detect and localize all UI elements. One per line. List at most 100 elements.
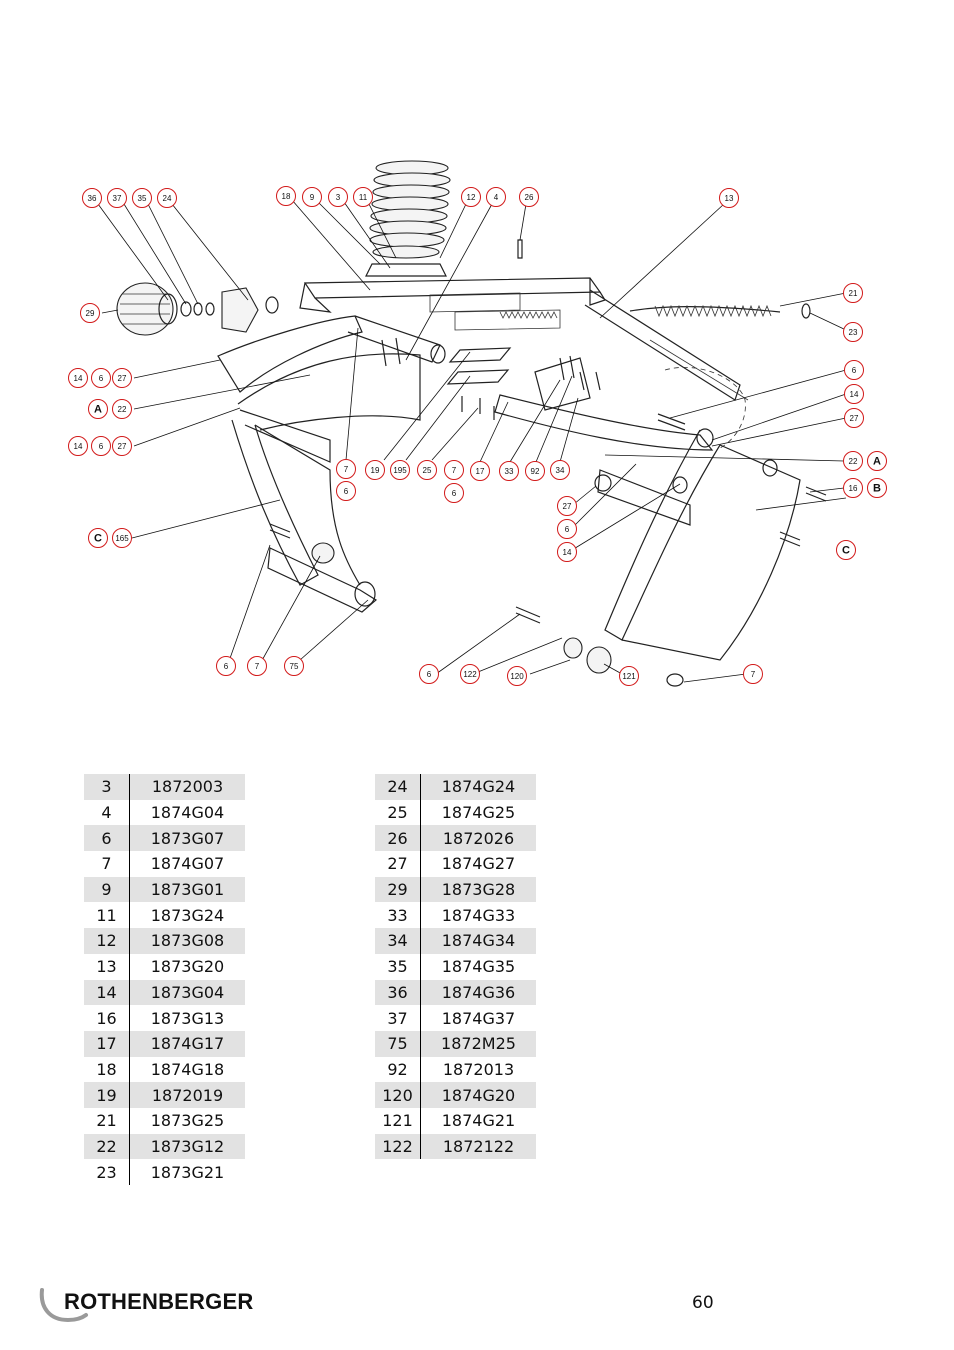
callout-text: 16: [849, 484, 858, 493]
callout-24: 24: [157, 188, 177, 208]
part-position: 25: [375, 799, 421, 826]
part-position: 35: [375, 953, 421, 980]
part-number: 1873G13: [150, 1008, 225, 1028]
callout-text: 11: [359, 193, 368, 202]
callout-text: 37: [113, 194, 122, 203]
callout-text: 36: [88, 194, 97, 203]
part-number: 1873G01: [129, 876, 245, 903]
callout-text: 27: [850, 414, 859, 423]
part-position: 6: [84, 825, 130, 852]
callout-9: 9: [302, 187, 322, 207]
callout-text: 27: [118, 374, 127, 383]
callout-text: 25: [423, 466, 432, 475]
page-number: 60: [692, 1293, 714, 1313]
callout-text: 17: [476, 467, 485, 476]
part-number: 1874G18: [150, 1059, 225, 1079]
callout-165: 165: [112, 528, 132, 548]
callout-C: C: [836, 540, 856, 560]
callout-6: 6: [216, 656, 236, 676]
callout-text: 6: [452, 489, 457, 498]
callout-16: 16: [843, 478, 863, 498]
part-number: 1872013: [442, 1059, 515, 1079]
callout-text: 29: [86, 309, 95, 318]
part-position: 19: [84, 1082, 130, 1108]
callout-12: 12: [461, 187, 481, 207]
callout-text: 75: [290, 662, 299, 671]
parts-row: 25 1874G25: [375, 799, 536, 826]
callout-75: 75: [284, 656, 304, 676]
callout-36: 36: [82, 188, 102, 208]
part-number: 1874G33: [441, 905, 516, 925]
callout-text: 35: [138, 194, 147, 203]
callout-text: 34: [556, 466, 565, 475]
callout-text: 24: [163, 194, 172, 203]
part-position: 3: [84, 774, 130, 800]
brand-logo: [39, 1288, 88, 1323]
callout-6: 6: [91, 436, 111, 456]
callout-6: 6: [336, 481, 356, 501]
bellows: [365, 160, 451, 277]
callout-text: 23: [849, 328, 858, 337]
callout-text: 33: [505, 467, 514, 476]
callout-7: 7: [743, 664, 763, 684]
callout-14: 14: [844, 384, 864, 404]
callout-text: 27: [563, 502, 572, 511]
callout-text: 9: [310, 193, 315, 202]
part-number: 1874G25: [441, 803, 516, 823]
part-position: 21: [84, 1107, 130, 1134]
callout-A: A: [88, 399, 108, 419]
part-number: 1874G20: [420, 1082, 536, 1108]
callout-text: 6: [565, 525, 570, 534]
callout-A: A: [867, 451, 887, 471]
callout-text: 3: [336, 193, 341, 202]
callout-34: 34: [550, 460, 570, 480]
callout-29: 29: [80, 303, 100, 323]
part-number: 1873G25: [150, 1111, 225, 1131]
callout-6: 6: [444, 483, 464, 503]
part-number: 1872026: [420, 825, 536, 852]
part-number: 1873G24: [150, 905, 225, 925]
part-number: 1873G20: [150, 957, 225, 977]
machine-drawing: [116, 160, 827, 687]
callout-text: 7: [344, 465, 349, 474]
callout-text: 6: [427, 670, 432, 679]
callout-23: 23: [843, 322, 863, 342]
part-position: 122: [375, 1133, 421, 1160]
callout-22: 22: [843, 451, 863, 471]
callout-27: 27: [844, 408, 864, 428]
callout-21: 21: [843, 283, 863, 303]
part-position: 4: [84, 799, 130, 826]
callout-text: A: [94, 404, 102, 416]
part-number: 1873G21: [150, 1162, 225, 1182]
part-position: 9: [84, 876, 130, 903]
callout-11: 11: [353, 187, 373, 207]
logo-swoosh-icon: [39, 1288, 88, 1323]
callout-text: 6: [99, 442, 104, 451]
callout-22: 22: [112, 399, 132, 419]
part-position: 29: [375, 876, 421, 903]
part-number: 1873G12: [129, 1133, 245, 1160]
brand-name: ROTHENBERGER: [64, 1289, 254, 1314]
part-number: 1874G27: [441, 854, 516, 874]
part-number: 1874G37: [441, 1008, 516, 1028]
callout-text: 18: [282, 192, 291, 201]
callout-text: C: [94, 533, 102, 545]
callout-C: C: [88, 528, 108, 548]
callout-14: 14: [557, 542, 577, 562]
part-number: 1874G36: [420, 979, 536, 1006]
callout-14: 14: [68, 368, 88, 388]
